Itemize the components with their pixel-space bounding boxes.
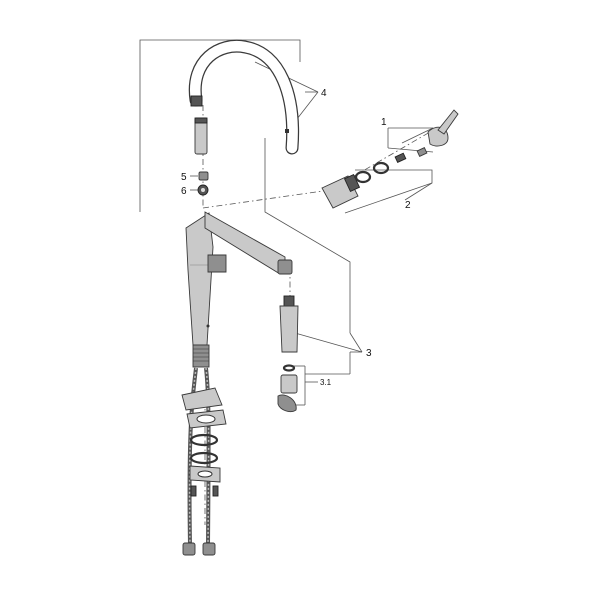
hand-shower-part-3 — [277, 295, 299, 413]
callout-3: 3 — [366, 348, 372, 359]
assembly-axis-lines — [202, 105, 431, 525]
mounting-plate — [186, 409, 227, 429]
spout-connector-part — [194, 117, 208, 155]
supply-hoses — [181, 367, 223, 556]
washer-upper — [189, 433, 219, 447]
spout-part-4 — [188, 39, 300, 155]
callout-4: 4 — [321, 88, 327, 99]
callout-3-1: 3.1 — [320, 378, 332, 387]
lever-part-1 — [394, 109, 459, 164]
callout-2: 2 — [405, 200, 411, 211]
cartridge-part-2 — [321, 161, 390, 209]
washer-lower — [189, 451, 219, 465]
callout-1: 1 — [381, 117, 387, 128]
nut-part-6 — [197, 184, 209, 196]
callout-labels: 1 2 3 3.1 4 5 6 — [181, 88, 411, 387]
faucet-body — [185, 211, 293, 368]
callout-5: 5 — [181, 172, 187, 183]
seal-part-5 — [198, 171, 209, 181]
callout-6: 6 — [181, 186, 187, 197]
fixing-bracket — [189, 465, 221, 497]
